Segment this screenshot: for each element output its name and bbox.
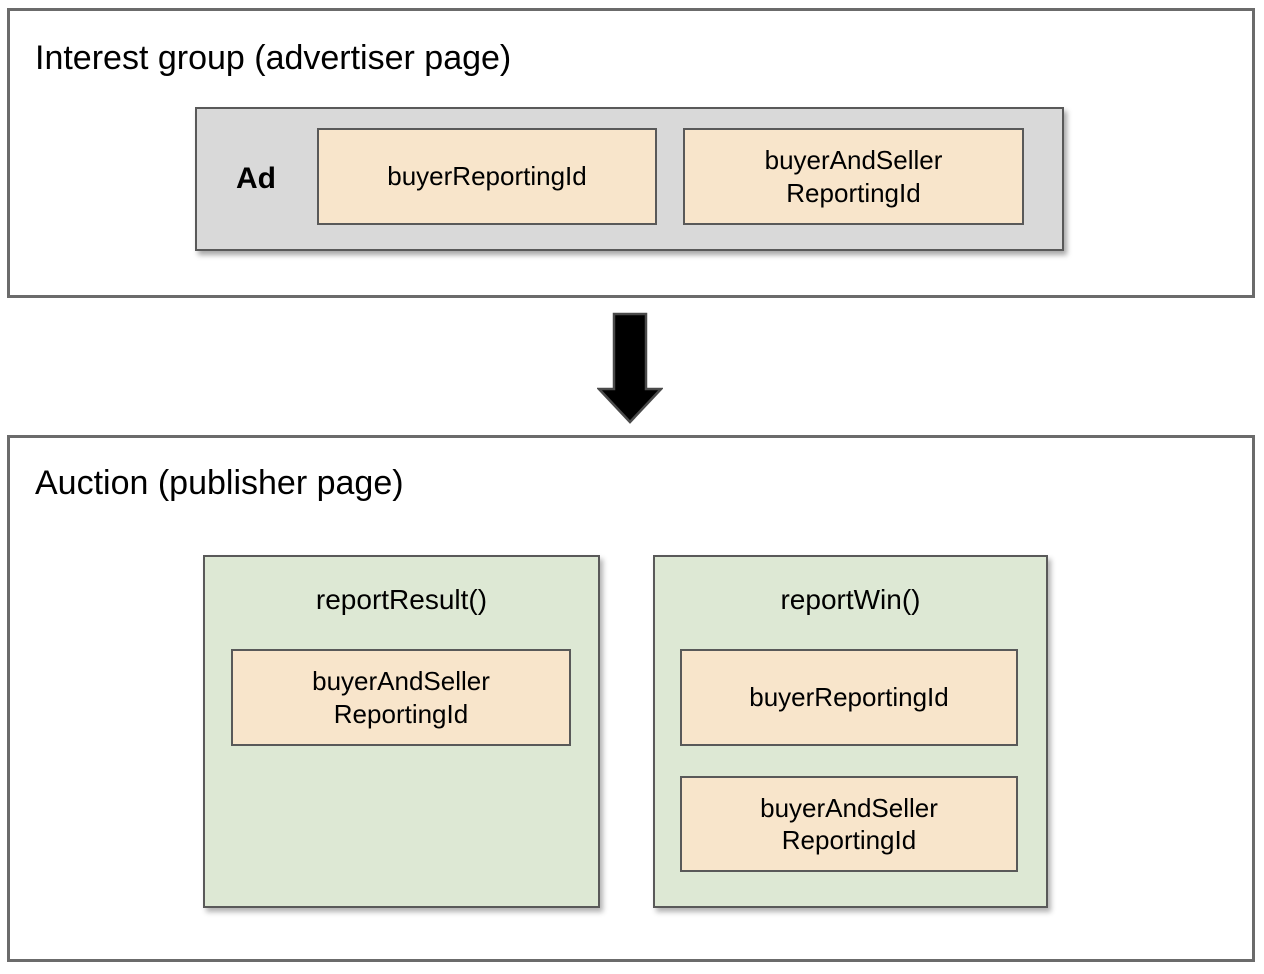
- interest-group-title: Interest group (advertiser page): [35, 39, 512, 77]
- chip-buyer-reporting-id: buyerReportingId: [317, 128, 657, 225]
- ad-label: Ad: [236, 162, 276, 195]
- report-result-title: reportResult(): [315, 584, 488, 615]
- report-win-title: reportWin(): [780, 584, 921, 615]
- chip-buyer-reporting-id: buyerReportingId: [680, 649, 1018, 746]
- auction-title: Auction (publisher page): [35, 464, 404, 502]
- chip-buyer-and-seller-reporting-id: buyerAndSeller ReportingId: [231, 649, 571, 746]
- auction-section: [7, 435, 1255, 962]
- chip-buyer-and-seller-reporting-id: buyerAndSeller ReportingId: [683, 128, 1024, 225]
- chip-buyer-and-seller-reporting-id: buyerAndSeller ReportingId: [680, 776, 1018, 872]
- down-arrow-icon: [596, 312, 664, 424]
